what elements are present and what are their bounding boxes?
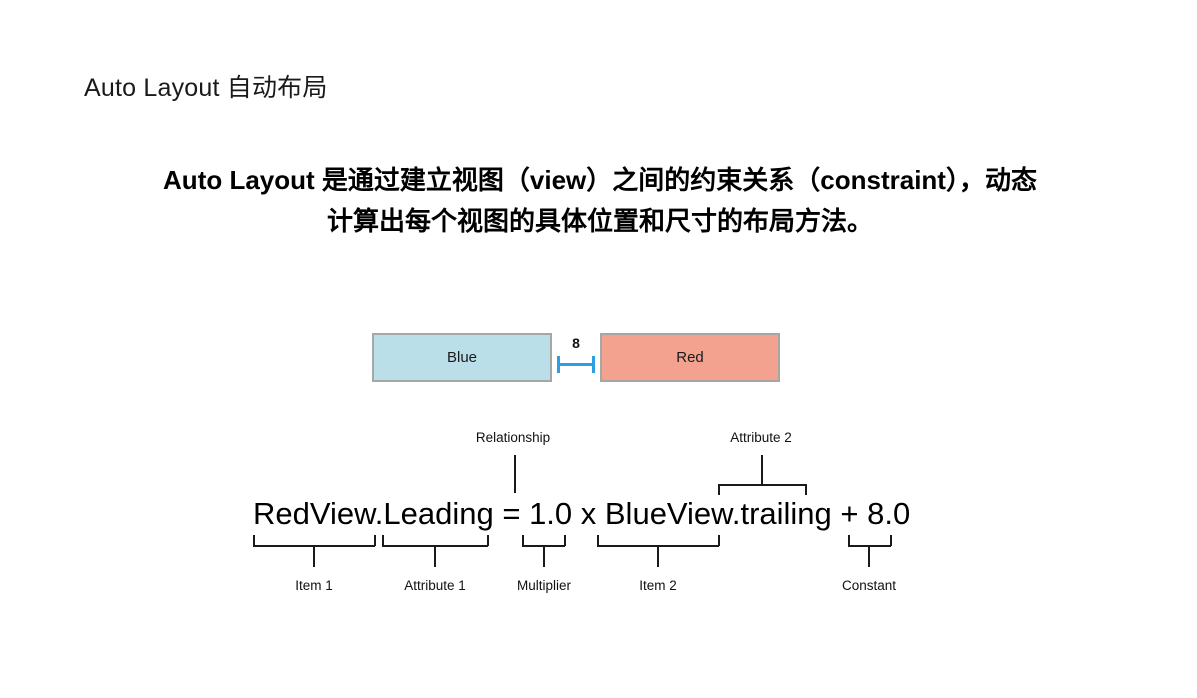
annotation-constant-label: Constant [841, 578, 897, 593]
annotation-attribute-2-bracket-right [805, 484, 807, 495]
constraint-formula: RedView.Leading = 1.0 x BlueView.trailin… [253, 496, 911, 531]
red-view-box: Red [600, 333, 780, 382]
annotation-item-1-bracket-right [374, 535, 376, 546]
annotation-multiplier-stem [543, 545, 545, 567]
annotation-attribute-2-label: Attribute 2 [730, 430, 792, 445]
annotation-item-2-bracket-left [597, 535, 599, 546]
annotation-constant-bracket-right [890, 535, 892, 546]
annotation-multiplier-bracket-right [564, 535, 566, 546]
annotation-item-2-stem [657, 545, 659, 567]
annotation-relationship-label: Relationship [475, 430, 551, 445]
annotation-item-1-bracket-left [253, 535, 255, 546]
spacing-cap-right-icon [592, 356, 595, 373]
annotation-multiplier-label: Multiplier [516, 578, 572, 593]
annotation-attribute-1-bracket-left [382, 535, 384, 546]
spacing-marker: 8 [552, 333, 600, 382]
annotation-item-2-bracket-right [718, 535, 720, 546]
annotation-relationship-stem [514, 455, 516, 493]
blue-view-label: Blue [446, 349, 478, 366]
annotation-attribute-1-label: Attribute 1 [404, 578, 466, 593]
annotation-attribute-2-bracket-top [718, 484, 806, 486]
annotation-item-1-stem [313, 545, 315, 567]
red-view-label: Red [676, 349, 704, 366]
annotation-item-1-label: Item 1 [295, 578, 333, 593]
blue-view-box: Blue [372, 333, 552, 382]
annotation-attribute-1-bracket-right [487, 535, 489, 546]
annotation-constant-bracket-left [848, 535, 850, 546]
annotation-attribute-1-stem [434, 545, 436, 567]
annotation-multiplier-bracket-left [522, 535, 524, 546]
annotation-attribute-2-bracket-left [718, 484, 720, 495]
annotation-item-2-label: Item 2 [639, 578, 677, 593]
page-title: Auto Layout 自动布局 [84, 74, 328, 102]
annotation-constant-stem [868, 545, 870, 567]
body-paragraph: Auto Layout 是通过建立视图（view）之间的约束关系（constra… [163, 165, 1037, 236]
annotation-attribute-2-stem [761, 455, 763, 485]
spacing-value-label: 8 [572, 335, 580, 351]
spacing-line-icon [557, 363, 595, 366]
